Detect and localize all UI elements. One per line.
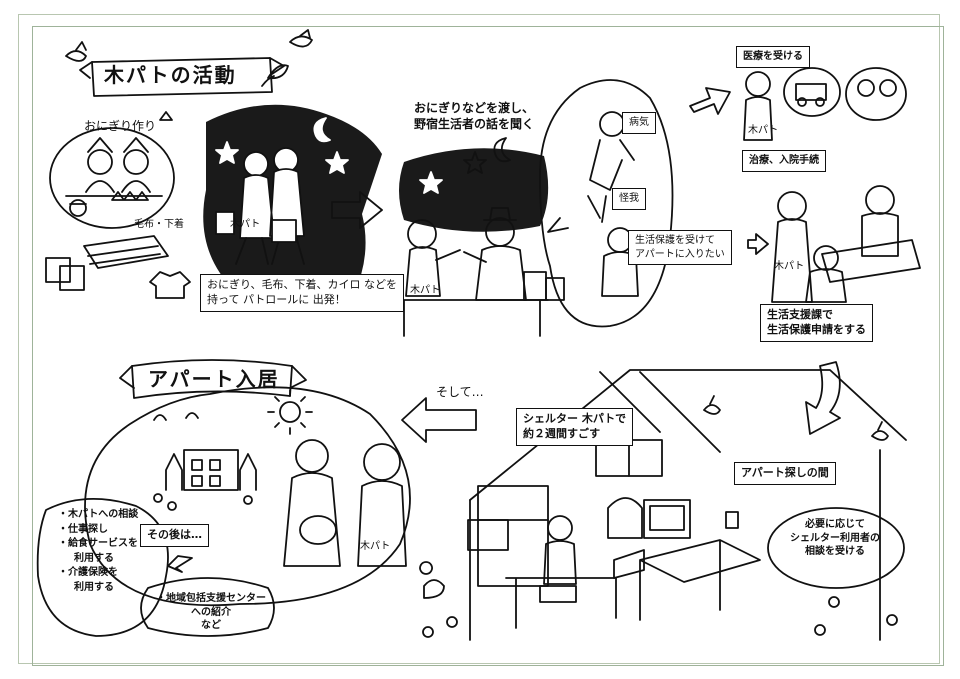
arrow-right-icon [747,233,769,255]
chick-icon [419,561,445,599]
shelter-caption: シェルター 木パトで 約２週間すごす [516,408,634,446]
mokupato-tag: 木パト [748,125,779,136]
arrow-right-icon [331,191,383,229]
after-item: ・介護保険を [58,567,118,578]
welfare-section-line-1: 生活支援課で [767,308,833,321]
blanket-icon [83,235,169,269]
welfare-wish-line-1: 生活保護を受けて [635,235,715,246]
blanket-label: 毛布・下着 [134,219,184,230]
mokupato-tag: 木パト [230,219,261,230]
consult-line-1: 必要に応じて [805,519,865,530]
after-item: ・給食サービスを [58,538,138,549]
after-item: 利用する [74,552,114,564]
bird-icon [65,41,87,62]
illness-label: 病気 [622,112,656,134]
apartment-search-label: アパート探しの間 [734,462,836,485]
arrow-upright-icon [689,87,731,115]
welfare-wish: 生活保護を受けて アパートに入りたい [628,230,732,265]
consult-line-3: 相談を受ける [805,546,865,557]
then-label: そして… [436,385,484,399]
mokupato-tag: 木パト [360,541,391,552]
consult-caption: 必要に応じて シェルター利用者の 相談を受ける [790,518,880,559]
problem-bubble [539,79,674,328]
center-bubble [140,577,275,637]
bird-icon [871,421,889,441]
consult-bubble [767,507,905,589]
shelter-line-1: シェルター 木パトで [523,412,627,425]
talk-line-1: おにぎりなどを渡し、 [414,101,535,115]
bird-icon [289,29,313,48]
onigiri-bubble [49,127,175,229]
talk-scene [397,137,565,337]
shelter-line-2: 約２週間すごす [523,426,601,440]
after-item: ・木パトへの相談 [58,509,139,520]
bird-icon [703,395,721,415]
center-caption: ・地域包括支援センター への紹介 など [156,592,266,633]
inner-frame [32,26,944,666]
patrol-line-2: 持って パトロールに 出発！ [207,292,346,306]
patrol-line-1: おにぎり、毛布、下着、カイロ などを [207,278,398,291]
night-patrol-scene [203,104,382,299]
arrow-left-icon [401,397,477,443]
arrow-down-icon [167,555,193,573]
injury-label: 怪我 [612,188,646,210]
patrol-caption: おにぎり、毛布、下着、カイロ などを 持って パトロールに 出発！ [200,274,405,312]
center-line-3: など [201,620,221,631]
outer-frame [18,14,940,664]
welfare-wish-line-2: アパートに入りたい [635,248,725,260]
medical-label: 医療を受ける [736,46,810,68]
consult-line-2: シェルター利用者の [790,532,880,544]
apartment-title: アパート入居 [148,367,280,391]
talk-caption: おにぎりなどを渡し、 野宿生活者の話を聞く [414,100,534,132]
apartment-building-icon [183,449,239,491]
after-label: その後は… [140,524,209,547]
mokupato-tag: 木パト [410,285,441,296]
welfare-section-caption: 生活支援課で 生活保護申請をする [760,304,873,342]
onigiri-label: おにぎり作り [84,119,157,133]
flower-icons [153,493,898,638]
after-item: ・仕事探し [58,523,108,535]
arrow-down-icon [805,361,841,435]
talk-line-2: 野宿生活者の話を聞く [414,117,535,132]
title-banner [91,57,273,97]
after-bubble [36,498,169,637]
apartment-bubble [84,386,411,607]
after-list: ・木パトへの相談 ・仕事探し ・給食サービスを 利用する ・介護保険を 利用する [58,508,138,595]
treatment-label: 治療、入院手続 [742,150,826,172]
activity-title: 木パトの活動 [104,63,237,87]
mokupato-tag: 木パト [774,261,805,272]
leaf-icon [261,64,289,87]
after-item: 利用する [74,581,114,593]
center-line-2: への紹介 [191,606,231,618]
welfare-section-line-2: 生活保護申請をする [767,322,866,336]
center-line-1: ・地域包括支援センター [156,593,266,604]
sun-icon [279,401,301,423]
